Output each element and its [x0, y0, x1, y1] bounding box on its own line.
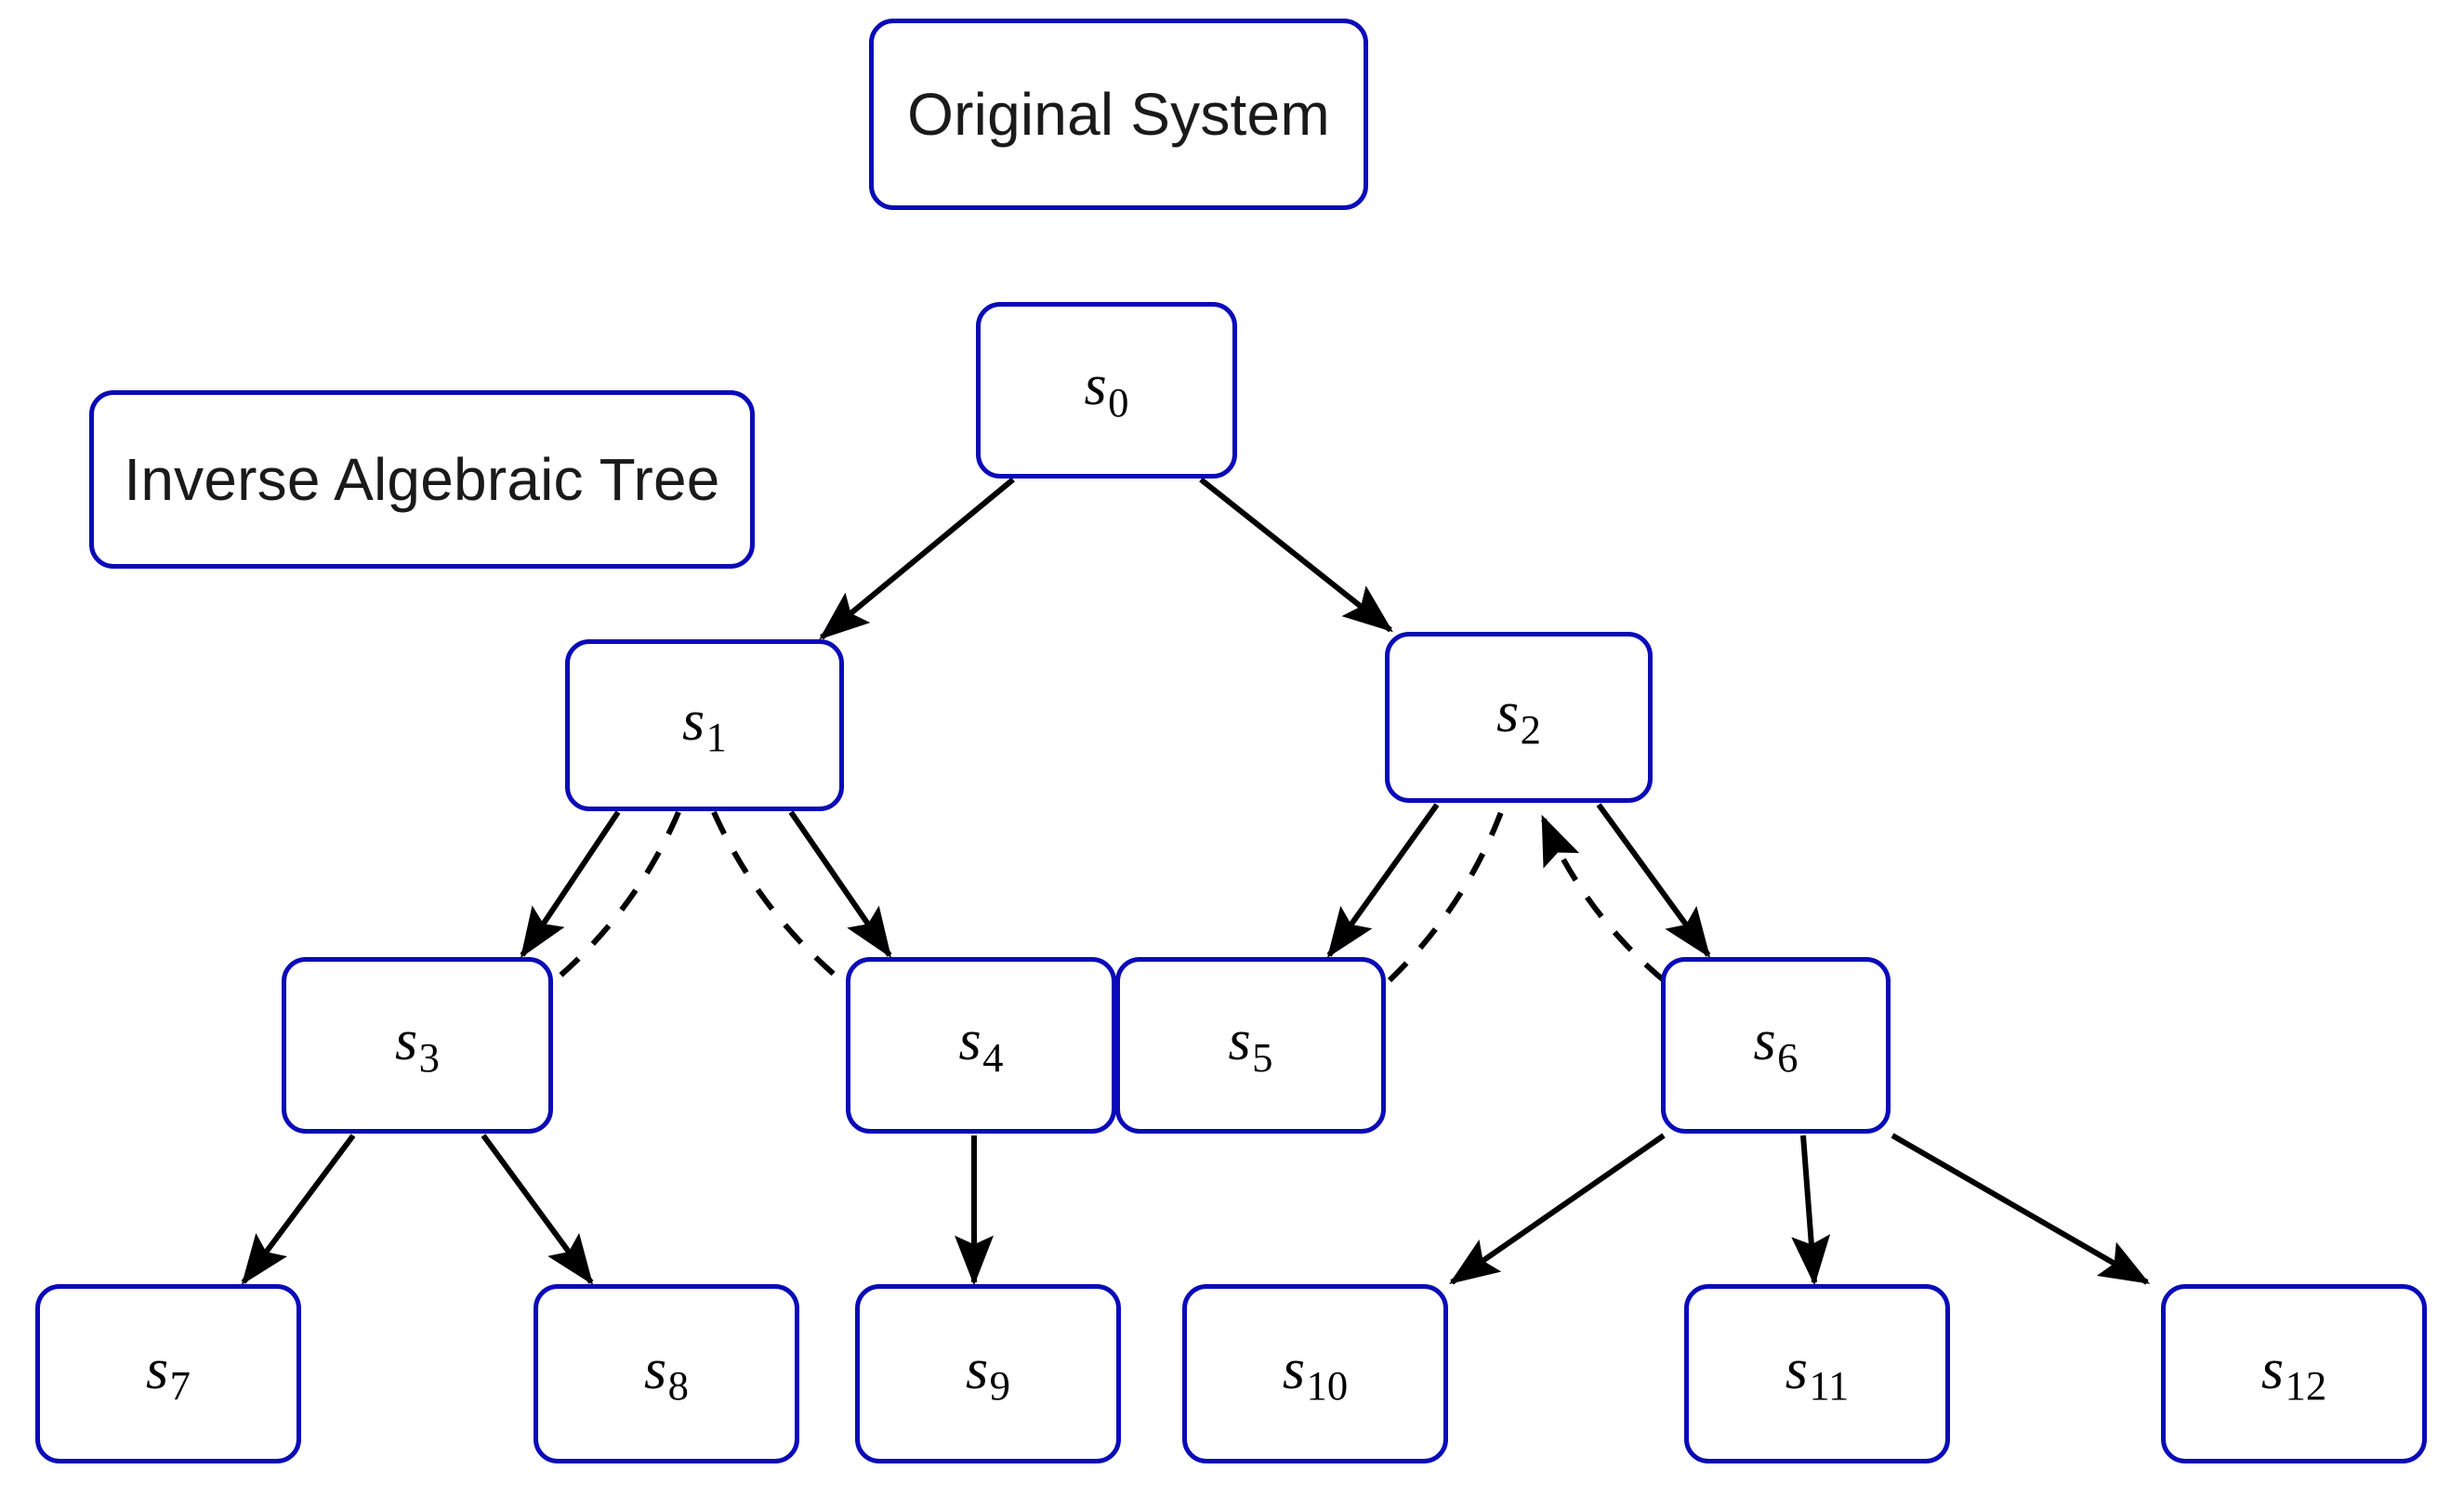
node-label-subscript: 12: [2285, 1362, 2327, 1410]
node-s6[interactable]: s6: [1661, 957, 1891, 1134]
node-label-s0: s0: [1085, 357, 1129, 423]
legend-original-system: Original System: [869, 19, 1368, 210]
node-label-subscript: 6: [1777, 1033, 1799, 1081]
node-s9[interactable]: s9: [855, 1284, 1121, 1463]
node-label-base: s: [1084, 354, 1108, 418]
node-label-subscript: 10: [1306, 1362, 1349, 1410]
edge-s2-to-s5: [1326, 803, 1440, 958]
node-label-base: s: [644, 1337, 667, 1401]
node-label-subscript: 1: [705, 714, 727, 761]
node-s7[interactable]: s7: [35, 1284, 301, 1463]
node-label-base: s: [1228, 1009, 1252, 1073]
node-label-s3: s3: [395, 1012, 440, 1078]
node-label-s6: s6: [1754, 1012, 1799, 1078]
edge-s0-to-s2: [1199, 477, 1393, 633]
node-label-base: s: [958, 1009, 982, 1073]
node-label-subscript: 4: [982, 1033, 1004, 1081]
legend-label: Original System: [907, 81, 1330, 148]
node-label-s9: s9: [966, 1341, 1010, 1407]
node-label-s8: s8: [644, 1341, 689, 1407]
node-label-base: s: [2260, 1337, 2285, 1401]
node-label-subscript: 2: [1520, 705, 1541, 753]
node-label-s7: s7: [146, 1341, 191, 1407]
node-label-subscript: 0: [1108, 378, 1129, 426]
node-s4[interactable]: s4: [846, 957, 1116, 1134]
node-label-s1: s1: [682, 692, 727, 758]
node-label-base: s: [1753, 1009, 1777, 1073]
edge-s3-to-s8: [481, 1134, 594, 1285]
node-s5[interactable]: s5: [1115, 957, 1386, 1134]
node-label-subscript: 11: [1809, 1362, 1850, 1410]
edge-s6-to-s2-dashed: [1540, 814, 1666, 983]
node-label-subscript: 9: [989, 1362, 1010, 1410]
node-label-base: s: [966, 1337, 989, 1401]
legend-inverse-algebraic-tree: Inverse Algebraic Tree: [89, 390, 755, 569]
edge-s6-to-s12: [1891, 1133, 2151, 1285]
edge-s1-to-s4: [788, 810, 892, 958]
edge-s2-to-s6: [1596, 803, 1711, 958]
node-label-subscript: 3: [418, 1033, 440, 1081]
node-label-subscript: 5: [1252, 1033, 1273, 1081]
node-label-base: s: [1785, 1337, 1809, 1401]
node-s11[interactable]: s11: [1684, 1284, 1950, 1463]
edge-s1-to-s3: [520, 810, 621, 958]
node-label-base: s: [1282, 1337, 1306, 1401]
node-s3[interactable]: s3: [282, 957, 553, 1134]
edge-s1-to-s4-dashed: [711, 810, 843, 983]
legend-label: Inverse Algebraic Tree: [124, 446, 720, 513]
node-label-s10: s10: [1283, 1341, 1348, 1407]
node-label-s5: s5: [1229, 1012, 1273, 1078]
edge-s3-to-s7: [241, 1134, 356, 1285]
node-label-s4: s4: [959, 1012, 1004, 1078]
node-label-base: s: [682, 689, 705, 753]
node-s2[interactable]: s2: [1385, 632, 1653, 803]
edge-s1-to-s3-dashed: [553, 810, 681, 983]
edge-s6-to-s10: [1449, 1133, 1666, 1285]
node-label-base: s: [395, 1009, 418, 1073]
node-label-subscript: 8: [667, 1362, 689, 1410]
node-s1[interactable]: s1: [565, 639, 844, 811]
edge-s5-to-s2-dashed: [1387, 803, 1507, 983]
node-s0[interactable]: s0: [976, 302, 1237, 479]
node-label-subscript: 7: [169, 1362, 191, 1410]
node-s10[interactable]: s10: [1182, 1284, 1448, 1463]
edge-s6-to-s11: [1791, 1135, 1831, 1286]
node-label-s2: s2: [1496, 684, 1541, 750]
edge-s0-to-s1: [819, 477, 1015, 640]
node-label-s11: s11: [1785, 1341, 1850, 1407]
node-s8[interactable]: s8: [534, 1284, 799, 1463]
node-label-base: s: [1496, 681, 1520, 745]
node-label-base: s: [146, 1337, 169, 1401]
node-label-s12: s12: [2261, 1341, 2326, 1407]
node-s12[interactable]: s12: [2161, 1284, 2427, 1463]
